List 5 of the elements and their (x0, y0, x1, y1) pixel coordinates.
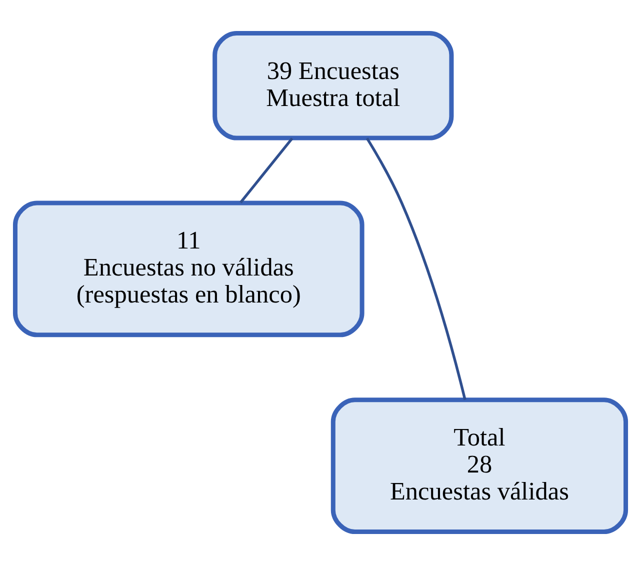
connector (366, 138, 466, 400)
connector (240, 138, 294, 204)
node-box: Total 28 Encuestas válidas (330, 398, 628, 534)
node-box: 11 Encuestas no válidas (respuestas en blanco) (12, 200, 364, 338)
node-box: 39 Encuestas Muestra total (212, 30, 454, 140)
